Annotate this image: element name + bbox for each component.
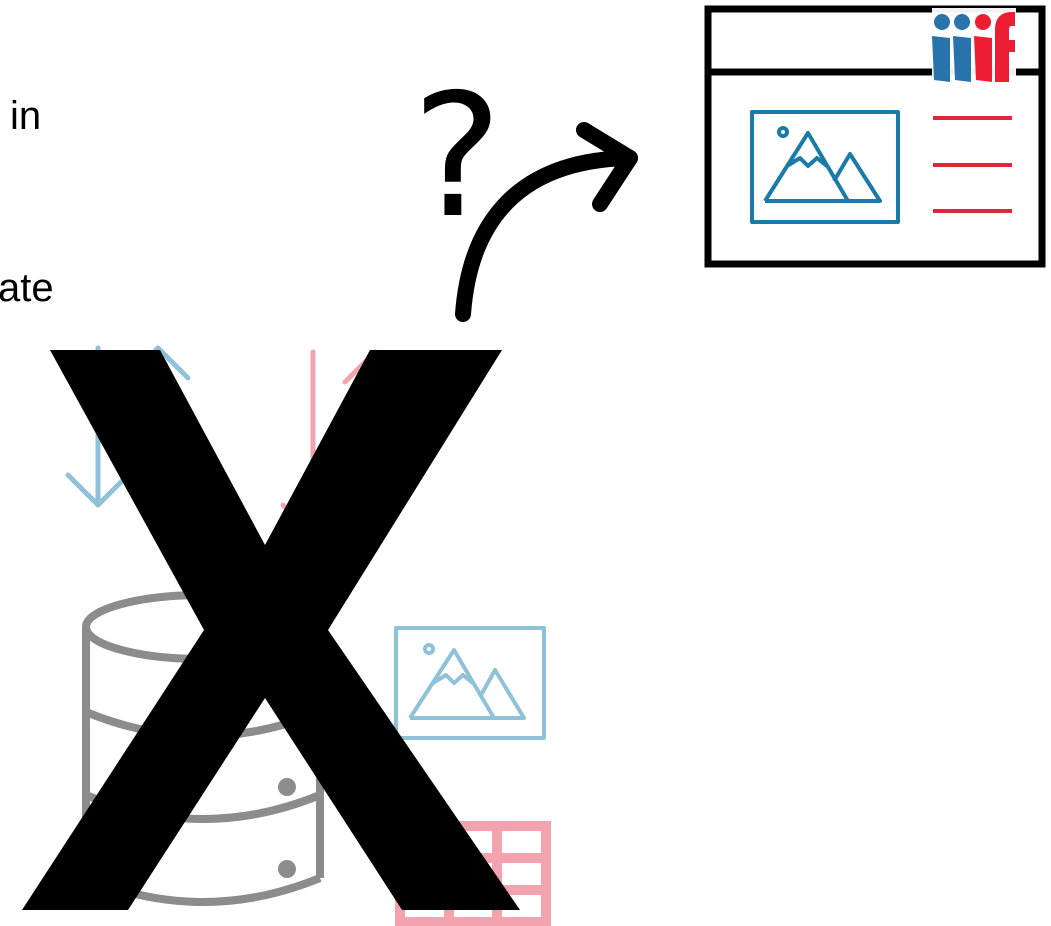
image-icon	[750, 110, 900, 224]
text-fragment-ate: ate	[0, 266, 54, 310]
crossed-out-x-mark: X	[22, 350, 520, 910]
question-mark: ?	[412, 58, 503, 256]
curved-arrow-icon	[455, 122, 638, 322]
image-icon	[394, 626, 546, 740]
viewer-window-icon	[704, 5, 1046, 268]
text-line-placeholders	[933, 116, 1012, 213]
text-fragment-in: in	[10, 94, 42, 138]
iiif-logo	[932, 8, 1016, 94]
